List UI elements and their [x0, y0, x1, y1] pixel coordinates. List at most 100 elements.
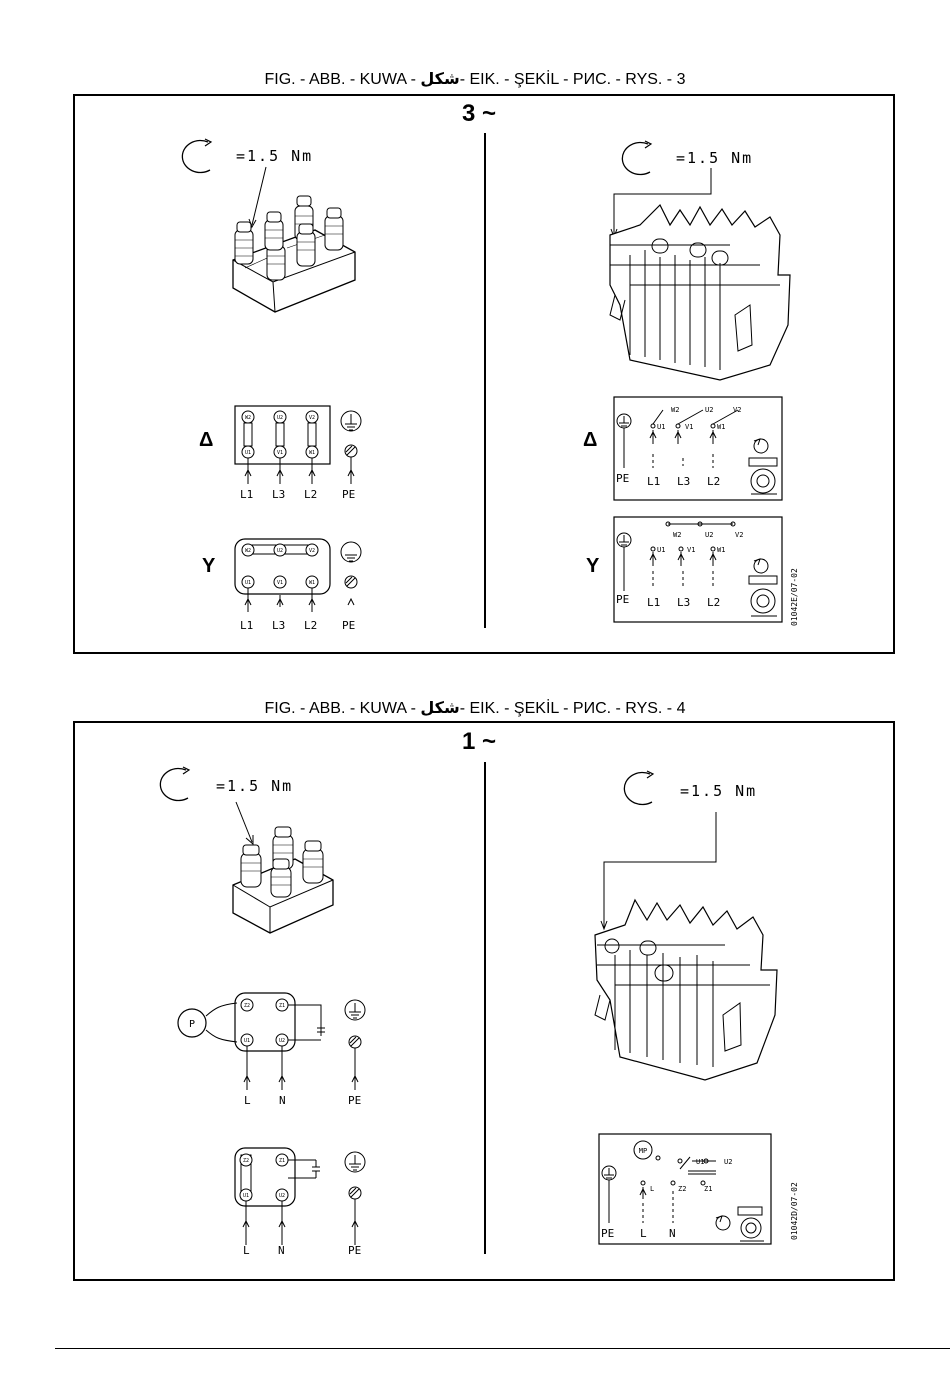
torque-leader-line [248, 166, 267, 229]
line-label: L2 [304, 619, 318, 632]
pe-label: PE [616, 472, 630, 485]
line-label: L1 [647, 475, 661, 488]
line-label: L3 [677, 596, 691, 609]
drawing-code: 01042E/07-02 [790, 568, 799, 626]
terminal-label: Z2 [243, 1158, 249, 1164]
torque-value-left: =1.5 Nm [236, 147, 314, 165]
line-label: L [244, 1094, 251, 1107]
rotation-arrow-icon [621, 140, 653, 176]
caption-suffix: - EIK. - ŞEKİL - РИС. - RYS. - 3 [459, 71, 686, 88]
terminal-label: V2 [309, 548, 315, 554]
footer-rule [55, 1348, 950, 1349]
line-label: L [243, 1244, 250, 1257]
line-label: L2 [707, 596, 721, 609]
terminal-label: V2 [733, 406, 741, 414]
rotation-arrow-icon [181, 138, 213, 174]
terminal-label: V2 [735, 531, 743, 539]
torque-leader-line [235, 801, 254, 846]
terminal-label: W2 [673, 531, 681, 539]
figure-4-caption: FIG. - ABB. - KUWA - شكل- EIK. - ŞEKİL -… [0, 698, 950, 718]
terminal-label: W2 [245, 415, 251, 421]
terminal-label: W2 [671, 406, 679, 414]
terminal-label: V1 [685, 423, 693, 431]
line-label: L1 [240, 488, 254, 501]
terminal-label: Z2 [244, 1003, 250, 1009]
terminal-label: U1 [696, 1158, 704, 1166]
delta-terminal-plate: W2 U2 V2 U1 V1 W1 [234, 405, 362, 484]
terminal-label: W1 [717, 423, 725, 431]
rotation-arrow-icon [159, 766, 191, 802]
torque-value-left: =1.5 Nm [216, 777, 294, 795]
terminal-label: Z2 [678, 1185, 686, 1193]
drawing-code: 01042D/07-02 [790, 1182, 799, 1240]
delta-wiring-schematic: W2 U2 V2 U1 V1 W1 [613, 396, 783, 501]
line-label: L2 [304, 488, 318, 501]
star-terminal-plate: W2 U2 V2 U1 V1 W1 [234, 538, 362, 612]
terminal-label: U2 [277, 415, 283, 421]
delta-symbol-left: Δ [199, 429, 214, 451]
terminal-label: U2 [724, 1158, 732, 1166]
torque-value-right: =1.5 Nm [676, 149, 754, 167]
terminal-label: W2 [245, 548, 251, 554]
terminal-label: W1 [309, 580, 315, 586]
terminal-label: U1 [244, 1038, 250, 1044]
mp-label: MP [639, 1147, 647, 1155]
terminal-label: U1 [657, 546, 665, 554]
terminal-board-illustration [594, 898, 778, 1081]
terminal-label: V1 [687, 546, 695, 554]
line-label: N [279, 1094, 286, 1107]
pe-label: PE [601, 1227, 615, 1240]
line-label: N [669, 1227, 676, 1240]
torque-leader-line [600, 812, 717, 931]
figure-3-caption: FIG. - ABB. - KUWA - شكل- EIK. - ŞEKİL -… [0, 69, 950, 89]
line-label: L3 [272, 619, 286, 632]
line-label: L1 [240, 619, 254, 632]
terminal-label: L [650, 1185, 654, 1193]
figure-4-frame [73, 721, 895, 1281]
line-label: L3 [272, 488, 286, 501]
terminal-board-illustration [609, 203, 791, 381]
terminal-label: Z1 [279, 1003, 285, 1009]
rotation-arrow-icon [623, 770, 655, 806]
line-label: PE [348, 1094, 362, 1107]
star-symbol-left: Y [202, 555, 216, 577]
line-label: PE [342, 488, 356, 501]
star-symbol-right: Y [586, 555, 600, 577]
line-label: L1 [647, 596, 661, 609]
torque-value-right: =1.5 Nm [680, 782, 758, 800]
line-label: L [640, 1227, 647, 1240]
terminal-label: U2 [277, 548, 283, 554]
terminal-label: V1 [277, 450, 283, 456]
figure-4-divider [484, 762, 486, 1254]
terminal-label: Z1 [704, 1185, 712, 1193]
caption-prefix: FIG. - ABB. - KUWA - [264, 700, 421, 717]
line-label: L2 [707, 475, 721, 488]
terminal-label: U2 [705, 406, 713, 414]
terminal-block-illustration [232, 195, 356, 313]
line-label: N [278, 1244, 285, 1257]
terminal-label: V2 [309, 415, 315, 421]
line-label: PE [342, 619, 356, 632]
protector-label: P [189, 1019, 195, 1030]
terminal-label: W1 [309, 450, 315, 456]
terminal-label: U1 [657, 423, 665, 431]
caption-arabic: شكل [420, 698, 460, 717]
figure-3-frame [73, 94, 895, 654]
star-wiring-schematic: W2 U2 V2 U1 V1 W1 [613, 516, 783, 623]
line-label: L3 [677, 475, 691, 488]
terminal-block-illustration [232, 826, 334, 934]
capacitor-wiring-diagram: Z2 Z1 U1 U2 [234, 1147, 366, 1245]
terminal-label: U1 [245, 450, 251, 456]
line-label: PE [348, 1244, 362, 1257]
protector-wiring-diagram: P Z2 Z1 U1 U2 [177, 992, 366, 1090]
phase-label-one: 1 ~ [462, 728, 497, 755]
terminal-label: V1 [277, 580, 283, 586]
caption-suffix: - EIK. - ŞEKİL - РИС. - RYS. - 4 [459, 700, 686, 717]
figure-3-divider [484, 133, 486, 628]
caption-arabic: شكل [420, 69, 460, 88]
single-phase-wiring-schematic: MP U1 U2 L Z2 Z1 [598, 1133, 772, 1245]
terminal-label: W1 [717, 546, 725, 554]
terminal-label: U2 [279, 1038, 285, 1044]
phase-label-three: 3 ~ [462, 100, 497, 127]
terminal-label: U1 [245, 580, 251, 586]
